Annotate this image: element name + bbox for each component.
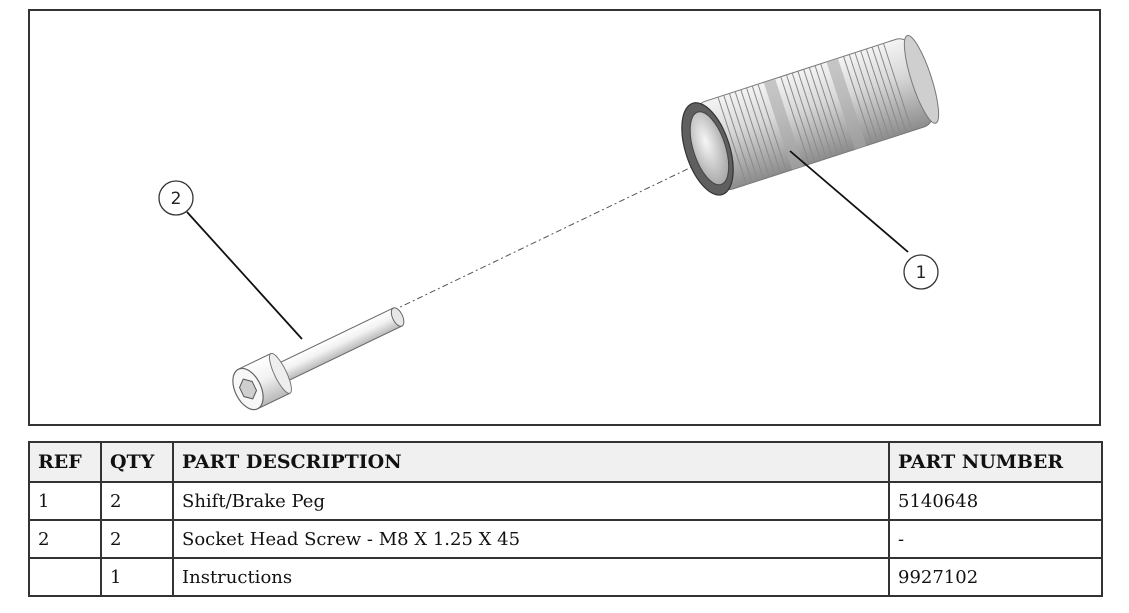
cell-description: Instructions (172, 557, 890, 597)
exploded-view-diagram: 1 2 (28, 9, 1101, 426)
cell-qty: 1 (100, 557, 174, 597)
cell-description: Socket Head Screw - M8 X 1.25 X 45 (172, 519, 890, 559)
callout-2-label: 2 (171, 189, 182, 209)
cell-part-number: 5140648 (888, 481, 1103, 521)
table-row: 1 2 Shift/Brake Peg 5140648 (28, 481, 1103, 521)
cell-ref: 1 (28, 481, 102, 521)
cell-description: Shift/Brake Peg (172, 481, 890, 521)
callout-2: 2 (158, 180, 194, 216)
assembly-centerline (391, 162, 701, 312)
header-part-description: PART DESCRIPTION (172, 441, 890, 483)
table-row: 2 2 Socket Head Screw - M8 X 1.25 X 45 - (28, 519, 1103, 559)
shift-brake-peg (681, 35, 940, 196)
cell-qty: 2 (100, 519, 174, 559)
callout-1-label: 1 (916, 263, 927, 283)
header-ref: REF (28, 441, 102, 483)
header-part-number: PART NUMBER (888, 441, 1103, 483)
socket-head-screw (232, 307, 405, 411)
cell-part-number: - (888, 519, 1103, 559)
cell-qty: 2 (100, 481, 174, 521)
header-qty: QTY (100, 441, 174, 483)
cell-ref: 2 (28, 519, 102, 559)
leader-line-1 (789, 150, 909, 253)
cell-ref (28, 557, 102, 597)
table-header-row: REF QTY PART DESCRIPTION PART NUMBER (28, 441, 1103, 483)
leader-line-2 (186, 211, 303, 340)
cell-part-number: 9927102 (888, 557, 1103, 597)
callout-1: 1 (903, 254, 939, 290)
parts-illustration: 1 2 (158, 35, 940, 411)
parts-table: REF QTY PART DESCRIPTION PART NUMBER 1 2… (28, 441, 1103, 597)
table-row: 1 Instructions 9927102 (28, 557, 1103, 597)
